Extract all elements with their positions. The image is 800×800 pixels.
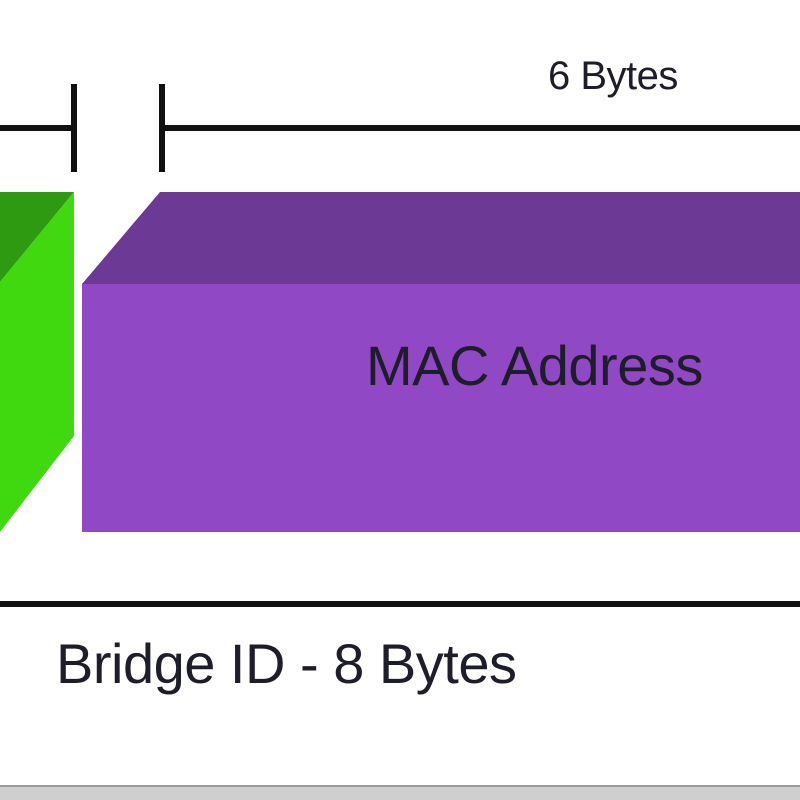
mac-address-label: MAC Address (366, 334, 703, 397)
bridge-id-total-label: Bridge ID - 8 Bytes (56, 632, 517, 695)
priority-block-front-face (0, 192, 74, 532)
bottom-border (0, 786, 800, 800)
mac-block-front-face (82, 284, 800, 532)
field-size-label: 6 Bytes (548, 54, 678, 98)
mac-block-top-face (82, 192, 800, 284)
